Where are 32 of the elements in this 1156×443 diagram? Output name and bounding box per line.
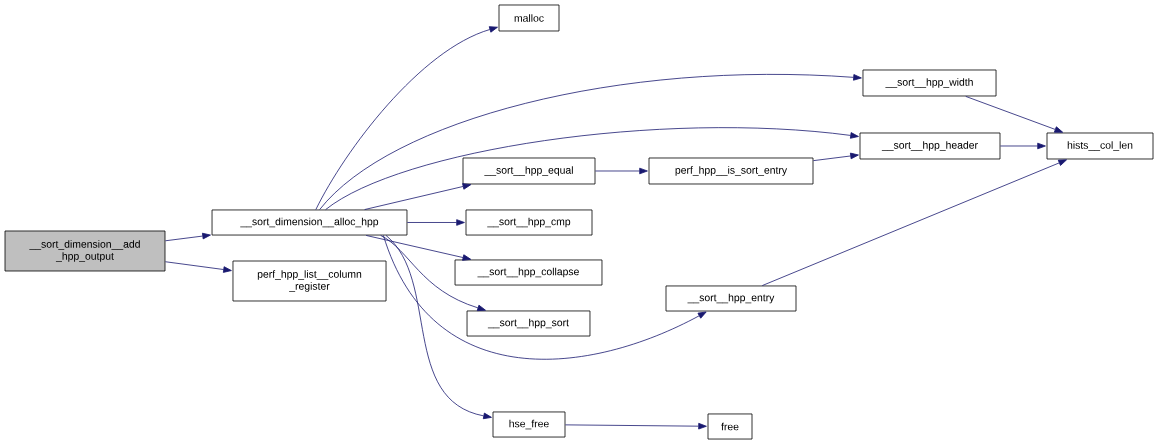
arrow [565,422,707,430]
function-box: __sort__hpp_sort [466,310,591,337]
arrow [813,152,859,162]
function-box: __sort__hpp_collapse [454,259,603,286]
arrow [364,183,472,210]
arrow [382,235,707,360]
function-box: __sort_dimension__add _hpp_output [4,230,166,272]
arrow [1000,142,1046,150]
arrow [965,96,1064,133]
arrow [365,235,472,261]
arrow [319,74,862,210]
arrow [325,127,859,210]
function-box: __sort__hpp_entry [665,285,797,312]
arrow [315,26,498,210]
function-box: __sort__hpp_cmp [465,209,593,236]
function-box: perf_hpp_list__column _register [232,260,387,302]
arrow [165,232,211,242]
function-box: __sort__hpp_equal [462,157,596,185]
function-box: __sort__hpp_width [862,69,997,97]
function-box: __sort__hpp_header [859,132,1001,160]
arrow [385,235,492,420]
function-box: __sort_dimension__alloc_hpp [211,209,408,236]
function-box: malloc [498,4,560,32]
function-box: free [707,413,753,440]
function-box: hse_free [492,411,566,438]
arrow [165,261,232,273]
function-box: hists__col_len [1046,132,1154,160]
function-box: perf_hpp__is_sort_entry [648,157,814,185]
arrow [761,159,1067,286]
arrow [595,167,648,175]
arrow [380,235,486,312]
arrow [406,219,465,226]
